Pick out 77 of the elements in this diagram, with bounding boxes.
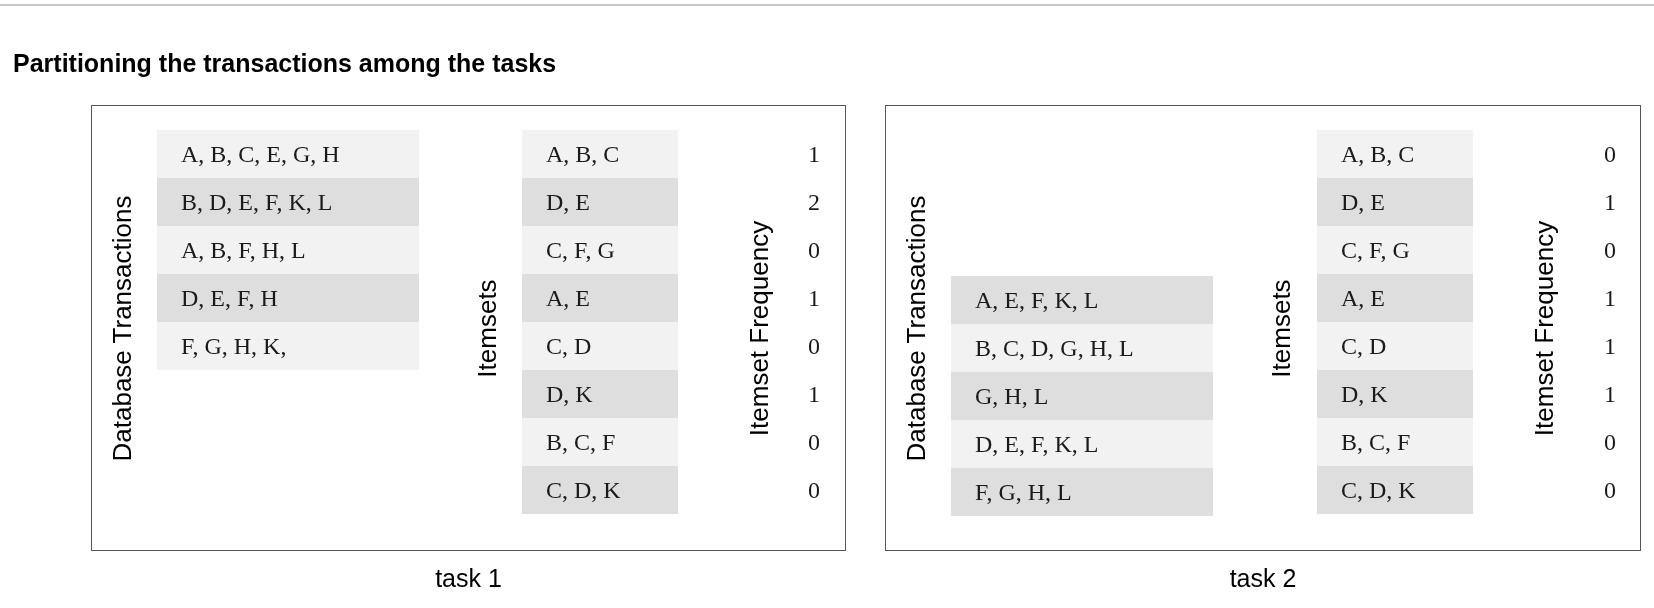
table-row [1317, 274, 1473, 322]
cell-text: D, K [1341, 380, 1388, 409]
table-row [522, 418, 678, 466]
column-heading: Database Transactions [900, 195, 933, 461]
column-heading: Database Transactions [106, 195, 139, 461]
frequency-value: 0 [1604, 140, 1616, 169]
table-row [1317, 226, 1473, 274]
task-label: task 2 [1229, 563, 1297, 594]
table-row [522, 370, 678, 418]
table-row [522, 178, 678, 226]
table-row [1317, 178, 1473, 226]
cell-text: D, E [1341, 188, 1385, 217]
cell-text: D, K [546, 380, 593, 409]
table-row [1317, 130, 1473, 178]
frequency-value: 1 [1604, 284, 1616, 313]
cell-text: D, E, F, K, L [975, 430, 1099, 459]
cell-text: A, E [1341, 284, 1385, 313]
frequency-value: 1 [1604, 332, 1616, 361]
table-row [951, 276, 1213, 324]
table-row [951, 372, 1213, 420]
cell-text: C, F, G [1341, 236, 1410, 265]
frequency-value: 1 [808, 284, 820, 313]
frequency-value: 0 [808, 332, 820, 361]
frequency-value: 1 [808, 140, 820, 169]
column-heading: Itemsets [1264, 278, 1297, 378]
column-heading: Itemset Frequency [743, 220, 776, 436]
table-row [157, 322, 419, 370]
cell-text: C, D, K [1341, 476, 1416, 505]
frequency-value: 0 [808, 236, 820, 265]
cell-text: B, C, F [1341, 428, 1411, 457]
column-heading: Itemsets [470, 278, 503, 378]
table-row [951, 468, 1213, 516]
title: Partitioning the transactions among the tasks [13, 48, 557, 79]
frequency-value: 0 [808, 428, 820, 457]
cell-text: A, B, F, H, L [181, 236, 306, 265]
cell-text: B, C, D, G, H, L [975, 334, 1134, 363]
frequency-value: 1 [1604, 188, 1616, 217]
table-row [1317, 418, 1473, 466]
cell-text: F, G, H, K, [181, 332, 287, 361]
column-heading: Itemset Frequency [1528, 220, 1561, 436]
table-row [522, 274, 678, 322]
table-row [1317, 322, 1473, 370]
table-row [522, 466, 678, 514]
cell-text: G, H, L [975, 382, 1049, 411]
frequency-value: 0 [808, 476, 820, 505]
frequency-value: 2 [808, 188, 820, 217]
cell-text: A, B, C, E, G, H [181, 140, 340, 169]
cell-text: A, E [546, 284, 590, 313]
cell-text: C, F, G [546, 236, 615, 265]
table-row [522, 130, 678, 178]
cell-text: C, D, K [546, 476, 621, 505]
table-row [522, 226, 678, 274]
table-row [951, 420, 1213, 468]
table-row [157, 130, 419, 178]
cell-text: D, E [546, 188, 590, 217]
cell-text: C, D [546, 332, 592, 361]
table-row [951, 324, 1213, 372]
frequency-value: 1 [1604, 380, 1616, 409]
cell-text: B, D, E, F, K, L [181, 188, 333, 217]
table-row [522, 322, 678, 370]
task-label: task 1 [435, 563, 502, 594]
cell-text: A, B, C [546, 140, 620, 169]
cell-text: B, C, F [546, 428, 616, 457]
frequency-value: 0 [1604, 476, 1616, 505]
table-row [157, 226, 419, 274]
cell-text: D, E, F, H [181, 284, 278, 313]
frequency-value: 0 [1604, 236, 1616, 265]
table-row [1317, 466, 1473, 514]
cell-text: A, E, F, K, L [975, 286, 1099, 315]
table-row [157, 178, 419, 226]
table-row [1317, 370, 1473, 418]
cell-text: C, D [1341, 332, 1387, 361]
frequency-value: 0 [1604, 428, 1616, 457]
cell-text: A, B, C [1341, 140, 1415, 169]
cell-text: F, G, H, L [975, 478, 1072, 507]
table-row [157, 274, 419, 322]
frequency-value: 1 [808, 380, 820, 409]
